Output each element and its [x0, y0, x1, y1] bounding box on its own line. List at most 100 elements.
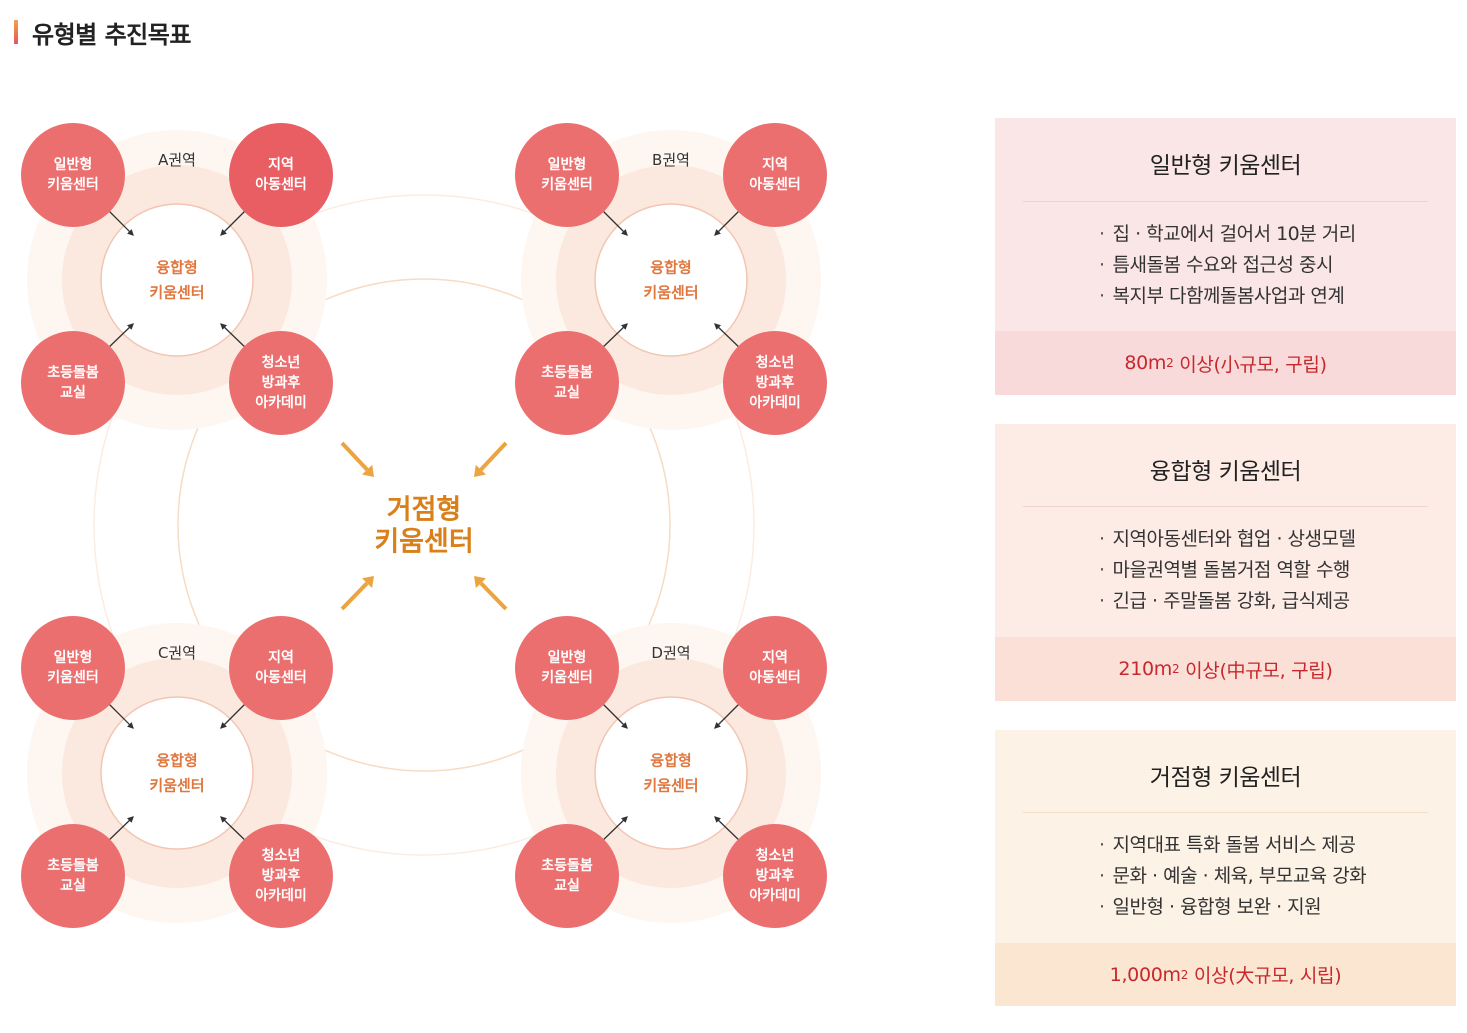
hub-arrow	[479, 441, 508, 472]
center-network-diagram: 융합형키움센터A권역일반형키움센터지역아동센터초등돌봄교실청소년방과후아카데미융…	[21, 123, 827, 928]
card-hub: 거점형 키움센터지역대표 특화 돌봄 서비스 제공문화 · 예술 · 체육, 부…	[995, 730, 1456, 1006]
node-label: 교실	[60, 878, 86, 894]
title-accent-bar	[14, 20, 18, 44]
node-tl	[21, 616, 125, 720]
node-label: 아동센터	[255, 176, 307, 193]
feature-item: 마을권역별 돌봄거점 역할 수행	[1099, 555, 1355, 586]
feature-item: 지역아동센터와 협업 · 상생모델	[1099, 524, 1356, 555]
node-bl	[515, 331, 619, 435]
card-feature-list: 지역아동센터와 협업 · 상생모델마을권역별 돌봄거점 역할 수행긴급 · 주말…	[1099, 524, 1356, 617]
region-label: B권역	[652, 151, 690, 169]
area-value: 1,000m	[1109, 963, 1181, 986]
node-bl	[515, 824, 619, 928]
feature-item: 일반형 · 융합형 보완 · 지원	[1099, 892, 1366, 923]
hub-background-rings	[93, 194, 755, 856]
hub-arrow	[340, 581, 369, 611]
area-value: 210m	[1118, 658, 1172, 680]
node-br	[723, 331, 827, 435]
hub-arrow-head	[362, 464, 374, 477]
card-title: 거점형 키움센터	[1149, 765, 1302, 791]
node-tr	[229, 616, 333, 720]
feature-item: 틈새돌봄 수요와 접근성 중시	[1099, 250, 1356, 281]
card-feature-list: 집 · 학교에서 걸어서 10분 거리틈새돌봄 수요와 접근성 중시복지부 다함…	[1099, 219, 1357, 312]
node-label: 청소년	[262, 848, 301, 864]
node-bl	[21, 824, 125, 928]
area-value: 80m	[1124, 352, 1167, 374]
center-label: 거점형	[387, 495, 462, 526]
node-label: 아동센터	[749, 669, 801, 686]
node-label: 방과후	[262, 867, 301, 884]
node-label: 아동센터	[749, 176, 801, 193]
node-label: 방과후	[756, 374, 795, 391]
hub-label: 키움센터	[643, 284, 698, 302]
page-title: 유형별 추진목표	[32, 20, 191, 49]
card-feature-list: 지역대표 특화 돌봄 서비스 제공문화 · 예술 · 체육, 부모교육 강화일반…	[1099, 830, 1367, 923]
node-label: 초등돌봄	[47, 365, 99, 381]
node-tl	[515, 123, 619, 227]
hub-label: 키움센터	[643, 777, 698, 795]
node-tr	[229, 123, 333, 227]
hub-arrow	[340, 441, 369, 472]
node-label: 초등돌봄	[47, 858, 99, 874]
node-label: 지역	[268, 649, 294, 666]
node-label: 초등돌봄	[541, 858, 593, 874]
hub-circle	[594, 203, 748, 357]
hub-label: 융합형	[650, 259, 691, 277]
size-description: 이상(中규모, 구립)	[1179, 659, 1333, 682]
hub-label: 융합형	[156, 259, 197, 277]
node-bl	[21, 331, 125, 435]
hub-arrow-head	[362, 576, 374, 589]
card-title: 융합형 키움센터	[1149, 459, 1302, 485]
feature-item: 집 · 학교에서 걸어서 10분 거리	[1099, 219, 1357, 250]
node-label: 지역	[762, 649, 788, 666]
hub-circle	[100, 203, 254, 357]
region-label: C권역	[158, 644, 196, 662]
feature-item: 지역대표 특화 돌봄 서비스 제공	[1099, 830, 1366, 861]
hub-circle	[594, 696, 748, 850]
section-header: 유형별 추진목표	[14, 16, 191, 49]
node-label: 지역	[762, 156, 788, 173]
hub-label: 융합형	[156, 752, 197, 770]
node-label: 키움센터	[47, 670, 99, 686]
hub-circle	[100, 696, 254, 850]
card-title: 일반형 키움센터	[1149, 153, 1302, 179]
hub-label: 키움센터	[149, 777, 204, 795]
node-label: 아카데미	[749, 394, 801, 411]
node-br	[229, 331, 333, 435]
node-tl	[21, 123, 125, 227]
size-description: 이상(小규모, 구립)	[1173, 353, 1327, 376]
region-label: A권역	[158, 151, 196, 169]
node-label: 아카데미	[255, 887, 307, 904]
feature-item: 긴급 · 주말돌봄 강화, 급식제공	[1099, 586, 1355, 617]
feature-item: 문화 · 예술 · 체육, 부모교육 강화	[1099, 861, 1367, 892]
node-tl	[515, 616, 619, 720]
hub-label: 키움센터	[149, 284, 204, 302]
node-label: 일반형	[54, 156, 93, 173]
node-label: 아동센터	[255, 669, 307, 686]
node-label: 방과후	[262, 374, 301, 391]
node-label: 키움센터	[541, 177, 593, 193]
card-divider	[1023, 506, 1428, 507]
node-label: 일반형	[54, 649, 93, 666]
node-label: 교실	[60, 385, 86, 401]
card-divider	[1023, 201, 1428, 202]
size-description: 이상(大규모, 시립)	[1188, 965, 1342, 987]
node-label: 키움센터	[47, 177, 99, 193]
hub-arrow	[479, 581, 508, 611]
node-label: 초등돌봄	[541, 365, 593, 381]
feature-item: 복지부 다함께돌봄사업과 연계	[1099, 281, 1356, 312]
card-divider	[1023, 812, 1428, 813]
node-br	[723, 824, 827, 928]
node-label: 청소년	[756, 848, 795, 864]
area-unit-exponent: 2	[1172, 662, 1180, 676]
region-label: D권역	[651, 644, 690, 662]
node-label: 키움센터	[541, 670, 593, 686]
node-tr	[723, 123, 827, 227]
node-tr	[723, 616, 827, 720]
